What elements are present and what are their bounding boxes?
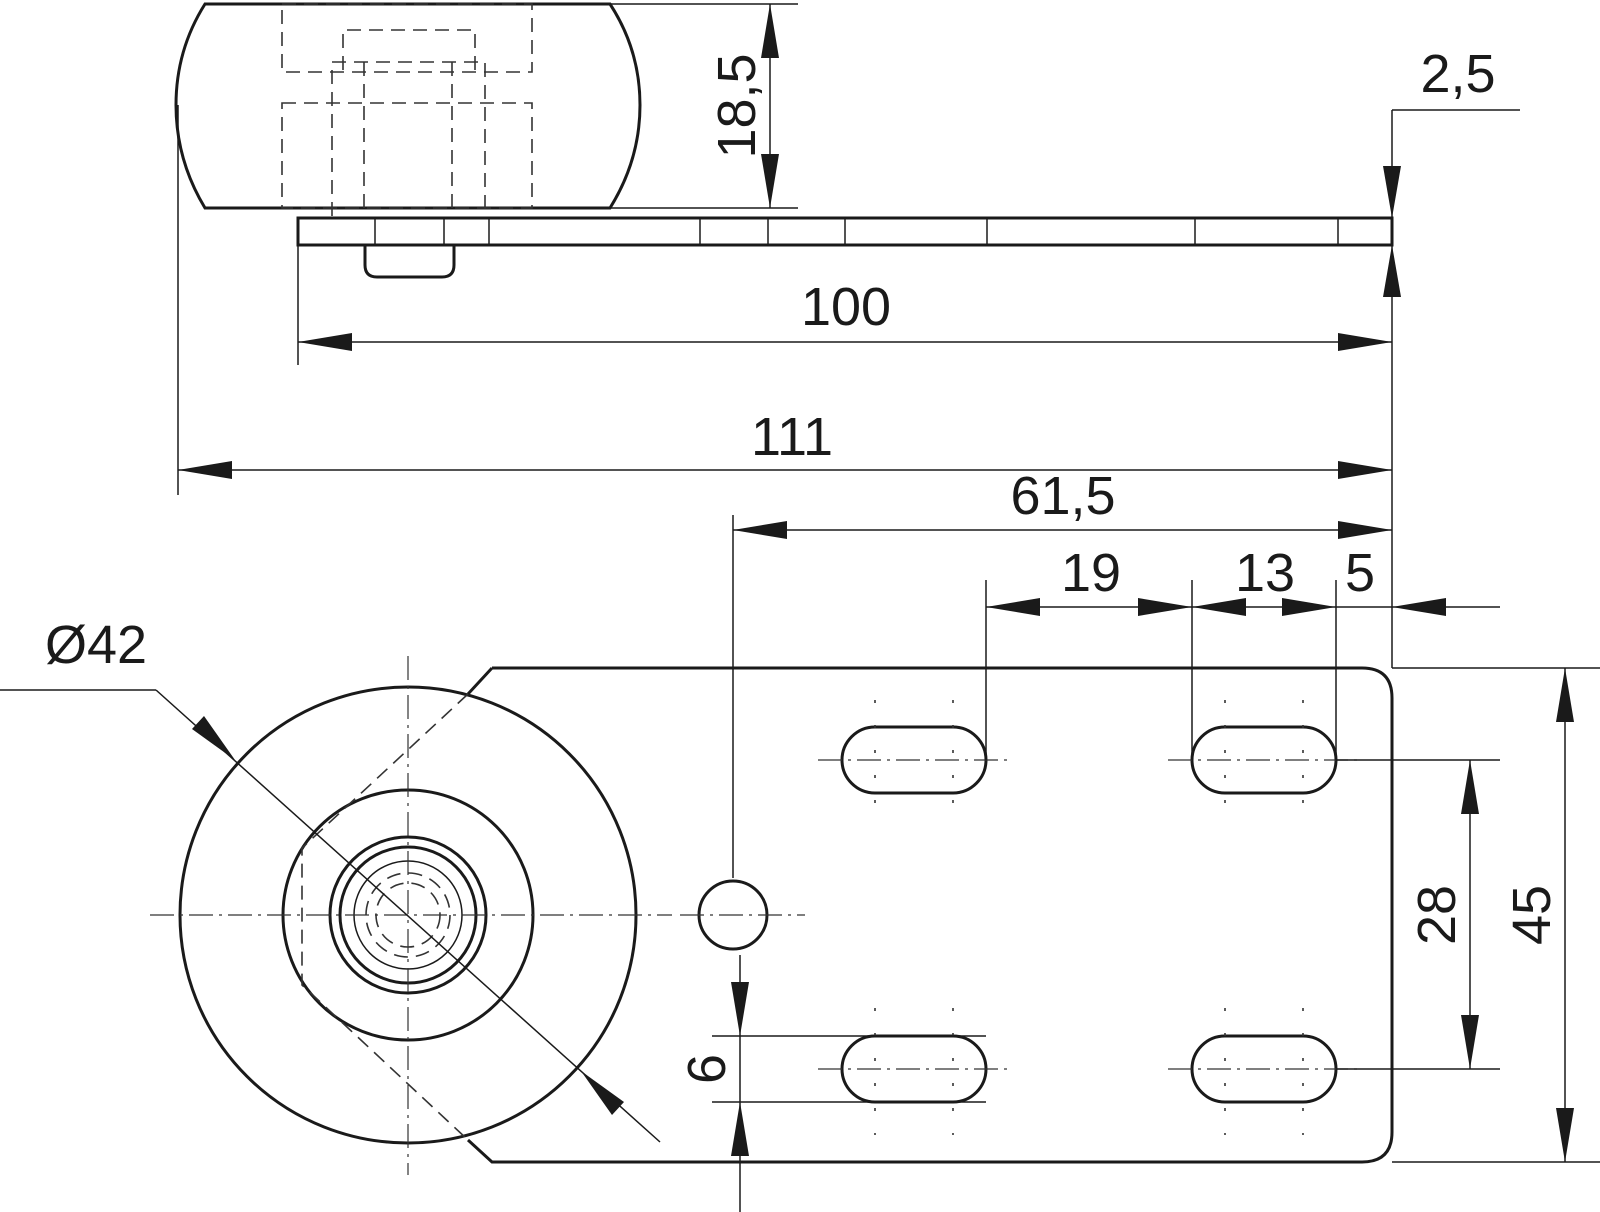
- dim-plate-thickness: 2,5: [1420, 44, 1495, 104]
- dim-slot-width: 6: [677, 1054, 737, 1084]
- dim-end-offset: 5: [1345, 543, 1375, 603]
- dim-plate-length: 100: [801, 277, 891, 337]
- plate-segments: [374, 218, 1339, 245]
- dim-roller-height: 18,5: [707, 53, 767, 158]
- plate-outline: [466, 666, 1394, 1164]
- plan-view: Ø42 61,5: [0, 300, 1600, 1212]
- rivet-head: [363, 245, 456, 279]
- dim-plate-width: 45: [1502, 885, 1562, 945]
- dim-slot-length: 13: [1235, 543, 1295, 603]
- side-view: 18,5 2,5 100 111: [174, 2, 1520, 495]
- dim-slot-spacing: 19: [1061, 543, 1121, 603]
- dim-hole-to-end: 61,5: [1010, 466, 1115, 526]
- dim-slot-pitch: 28: [1407, 885, 1467, 945]
- axle-hidden: [365, 872, 451, 958]
- roller-hidden-bearing-bottom: [281, 102, 533, 209]
- dim-wheel-diameter: Ø42: [45, 615, 147, 675]
- slots: [818, 700, 1360, 1135]
- plate-hidden-corner: [301, 693, 469, 1141]
- roller-hidden-axle: [342, 29, 476, 70]
- dim-overall-length: 111: [751, 407, 833, 467]
- roller-hidden-bearing-top: [281, 3, 533, 73]
- roller-body: [174, 2, 642, 210]
- roller-hidden-pin: [331, 61, 486, 216]
